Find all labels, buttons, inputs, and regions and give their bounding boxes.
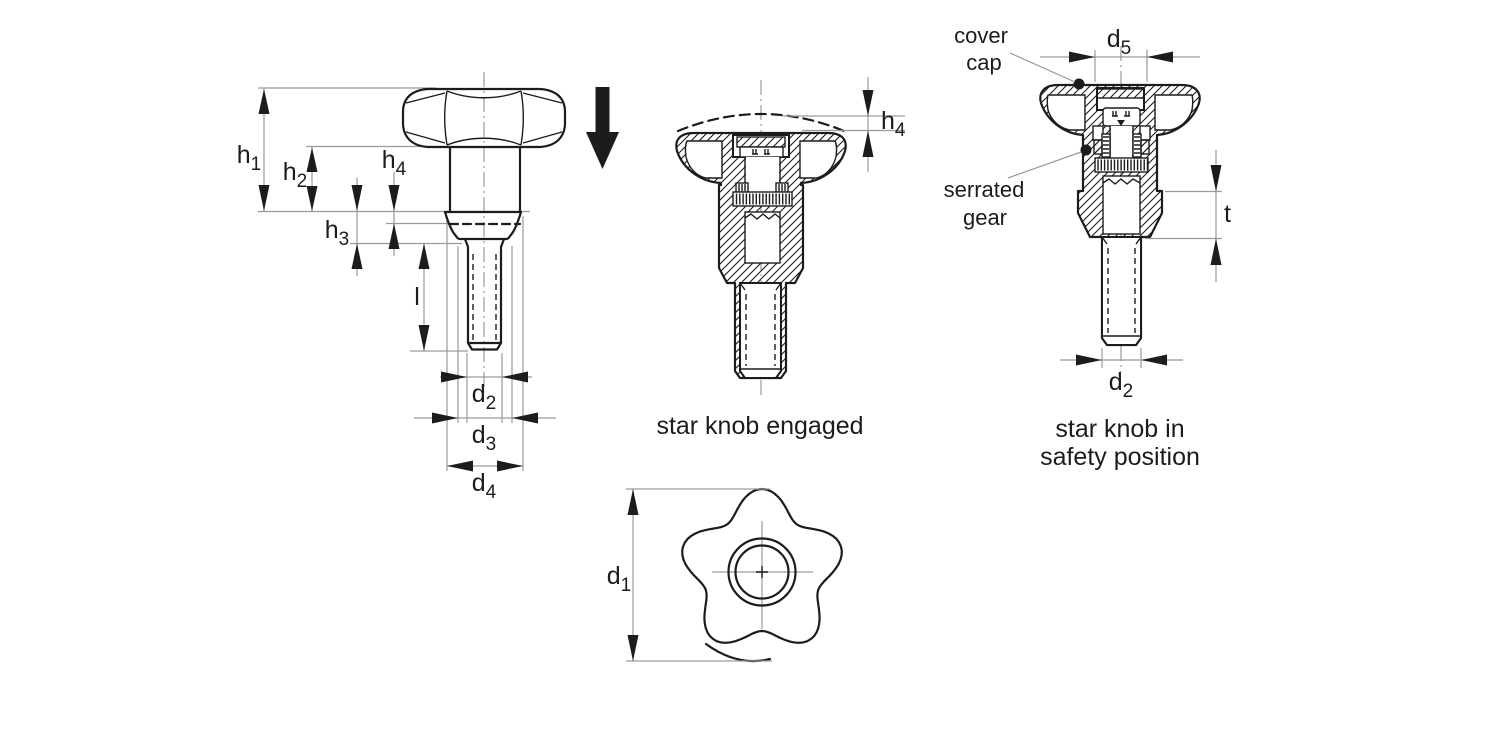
threaded-stud xyxy=(463,237,506,351)
caption-engaged: star knob engaged xyxy=(656,412,863,440)
wing-hollow-left xyxy=(1046,94,1086,131)
dim-label-d2: d2 xyxy=(472,380,496,414)
hub xyxy=(448,145,522,213)
star-tail xyxy=(704,642,772,663)
dim-h2: h2 xyxy=(283,146,318,211)
dim-d4: d4 xyxy=(447,460,523,503)
dim-label-l: l xyxy=(414,283,420,311)
dim-label-h3: h3 xyxy=(325,216,349,250)
caption-safety-line1: star knob in xyxy=(1055,415,1184,443)
dim-t: t xyxy=(1145,150,1231,282)
side-view: h1 h2 h3 h4 l xyxy=(237,72,619,503)
cover-cap-section xyxy=(736,136,786,148)
cover-cap-label-line2: cap xyxy=(966,50,1001,75)
boss-circle-outer xyxy=(727,537,797,607)
shaft-cavity xyxy=(746,157,779,192)
bearing-right xyxy=(775,182,789,193)
screw-head xyxy=(739,146,784,158)
raised-position-outline xyxy=(676,112,846,133)
collar xyxy=(443,210,523,241)
shaft xyxy=(744,157,781,183)
serrated-gear-band xyxy=(1094,157,1149,173)
dim-label-d3: d3 xyxy=(472,421,496,455)
section-view-engaged: h4 star knob engaged xyxy=(656,77,906,440)
screw-head-marks xyxy=(1112,111,1130,126)
dim-label-d4: d4 xyxy=(472,469,497,503)
thread-core-hidden xyxy=(472,254,497,341)
dim-label-d2-safety: d2 xyxy=(1109,368,1133,402)
dim-d5: d5 xyxy=(1040,25,1200,82)
knob-cap xyxy=(401,87,567,149)
center-mark xyxy=(756,566,768,578)
stud xyxy=(1101,236,1142,346)
dim-label-h4: h4 xyxy=(382,146,407,180)
serrated-gear-callout-dot xyxy=(1080,144,1092,156)
dim-d2-safety: d2 xyxy=(1060,348,1183,402)
push-arrow-icon xyxy=(586,87,619,169)
threaded-bore xyxy=(744,211,781,264)
serrated-gear-label-line1: serrated xyxy=(944,177,1025,202)
dim-label-d5: d5 xyxy=(1107,25,1131,59)
bearing-left xyxy=(735,182,749,193)
gear-teeth-right xyxy=(1132,133,1142,158)
serrated-gear-label-line2: gear xyxy=(963,205,1007,230)
star-outline xyxy=(681,487,843,644)
bearing-right xyxy=(1140,139,1150,155)
section-view-safety: cover cap serrated gear d5 t d2 star kno… xyxy=(944,23,1231,471)
wing-hollow-left xyxy=(684,140,723,179)
dim-label-d1: d1 xyxy=(607,562,631,596)
cover-cap-section xyxy=(1096,88,1145,99)
dim-label-h1: h1 xyxy=(237,141,261,175)
threaded-bore xyxy=(1102,175,1141,235)
cover-cap-leader xyxy=(1009,52,1076,83)
dim-label-t: t xyxy=(1224,200,1231,228)
wing-hollow-right xyxy=(1154,94,1194,131)
shaft-cavity xyxy=(1111,126,1132,158)
cover-cap-callout-dot xyxy=(1073,78,1085,90)
dim-l: l xyxy=(414,243,430,351)
dim-d2: d2 xyxy=(440,371,532,414)
gear-teeth-left xyxy=(1101,133,1111,158)
stud xyxy=(739,282,782,379)
wing-hollow-right xyxy=(799,140,838,179)
serrated-gear-band xyxy=(732,191,793,207)
serrated-gear-leader xyxy=(1007,151,1082,179)
top-view: d1 xyxy=(607,487,843,663)
bore-circle-inner xyxy=(734,544,790,600)
dim-h4-engaged: h4 xyxy=(782,77,906,172)
dim-h3: h3 xyxy=(325,178,363,276)
dim-h4: h4 xyxy=(382,146,407,256)
dim-d1: d1 xyxy=(607,488,772,662)
cover-cap-label-line1: cover xyxy=(954,23,1008,48)
caption-safety-line2: safety position xyxy=(1040,443,1200,471)
dim-d3: d3 xyxy=(414,412,556,455)
dim-label-h2: h2 xyxy=(283,158,307,192)
dim-label-h4-engaged: h4 xyxy=(881,107,906,141)
bearing-left xyxy=(1093,139,1103,155)
dim-h1: h1 xyxy=(237,88,270,211)
